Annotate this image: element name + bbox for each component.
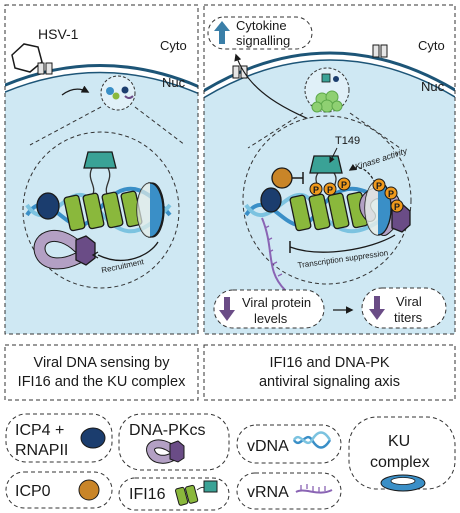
phospho-site-6: P xyxy=(390,199,404,213)
legend-icp0-label: ICP0 xyxy=(15,483,51,500)
right-icp4-rnapii xyxy=(260,187,282,213)
svg-text:P: P xyxy=(313,185,319,195)
virus-capsid-icon xyxy=(11,43,53,75)
left-dnapkcs xyxy=(33,230,96,270)
right-icp0 xyxy=(271,167,293,189)
phospho-site-2: P xyxy=(323,182,337,196)
right-cyto-label: Cyto xyxy=(418,38,445,53)
left-caption: Viral DNA sensing by IFI16 and the KU co… xyxy=(5,354,198,392)
left-icp4-rnapii xyxy=(36,192,60,220)
t149-pointer xyxy=(329,147,338,164)
svg-text:P: P xyxy=(341,180,347,190)
viral-protein-down-arrow-icon xyxy=(219,297,235,321)
small-icp4-dot xyxy=(121,86,129,94)
cytokine-box xyxy=(207,16,313,50)
right-panel: Cytokine signalling Cyto Nuc xyxy=(203,4,456,335)
legend-dnapkcs-icon xyxy=(146,439,185,464)
legend-vrna-icon xyxy=(295,484,333,494)
left-cyto-label: Cyto xyxy=(160,38,187,53)
left-nuclear-membrane-outer xyxy=(5,64,198,89)
viral-protein-label-1: Viral protein xyxy=(242,295,311,310)
legend-ku-label-2: complex xyxy=(370,454,430,471)
svg-text:P: P xyxy=(394,202,400,212)
legend-dnapkcs-label: DNA-PKcs xyxy=(129,422,205,439)
left-nuclear-membrane-inner xyxy=(5,71,198,95)
legend-icp4-label-2: RNAPII xyxy=(15,442,68,459)
phospho-site-4: P xyxy=(372,178,386,192)
left-caption-box xyxy=(4,344,199,401)
cytokine-label-2: signalling xyxy=(236,33,290,48)
legend-ku-icon xyxy=(380,474,426,492)
small-dnapk-arc xyxy=(124,95,134,99)
left-panel: HSV-1 Cyto Nuc xyxy=(4,4,199,335)
left-nuc-label: Nuc xyxy=(162,75,186,90)
legend-ifi16-icon xyxy=(175,480,218,506)
left-ku-complex xyxy=(136,182,165,238)
right-panel-border xyxy=(203,4,456,335)
legend-icp4-icon xyxy=(80,427,106,449)
cytokine-label-1: Cytokine xyxy=(236,18,287,33)
legend-icp0-box xyxy=(5,471,113,509)
ifi16-pyrin-domain xyxy=(83,151,117,169)
viral-protein-label-2: levels xyxy=(254,311,288,326)
small-nucleus-zoom xyxy=(100,75,136,111)
right-nuclear-pore-2 xyxy=(372,44,388,58)
legend-icp4-box xyxy=(5,413,113,463)
small-vdna-dot xyxy=(106,87,114,95)
right-caption-box xyxy=(203,344,456,401)
small-ifi16-dot xyxy=(112,92,120,100)
right-caption: IFI16 and DNA-PK antiviral signaling axi… xyxy=(204,354,455,392)
right-zoom-line-left xyxy=(247,112,304,149)
left-panel-border xyxy=(4,4,199,335)
viral-titers-box xyxy=(361,287,447,329)
right-zoom-line-right xyxy=(349,112,401,149)
cytokine-up-arrow-icon xyxy=(214,21,230,44)
legend-icp4-label-1: ICP4 + xyxy=(15,422,64,439)
left-caption-line-2: IFI16 and the KU complex xyxy=(17,374,186,390)
small-icp4 xyxy=(333,76,339,82)
viral-titers-label-1: Viral xyxy=(396,294,422,309)
right-nuclear-membrane-inner xyxy=(204,59,455,99)
viral-protein-box xyxy=(213,289,325,329)
t149-label: T149 xyxy=(335,135,360,147)
viral-titers-down-arrow-icon xyxy=(369,296,385,320)
recruitment-arrow xyxy=(97,241,159,261)
legend-dnapkcs-box xyxy=(118,413,230,471)
phospho-site-3: P xyxy=(337,177,351,191)
legend: ICP4 + RNAPII DNA-PKcs vDNA KU complex I… xyxy=(5,413,456,511)
right-caption-line-1: IFI16 and DNA-PK xyxy=(269,355,390,371)
legend-vdna-label: vDNA xyxy=(247,438,289,455)
legend-vdna-icon xyxy=(292,431,332,449)
right-nuc-label: Nuc xyxy=(421,79,445,94)
vrna-ticks xyxy=(264,225,283,277)
right-caption-line-2: antiviral signaling axis xyxy=(258,374,401,390)
signaling-cluster-icon xyxy=(311,90,343,113)
svg-text:P: P xyxy=(388,189,394,199)
right-ifi16-hin-domains xyxy=(289,191,369,232)
right-ifi16-pyrin xyxy=(309,155,343,174)
small-ifi16-pyrin xyxy=(321,73,331,83)
viral-titers-label-2: titers xyxy=(394,310,423,325)
legend-ifi16-box xyxy=(118,477,230,511)
legend-icp0-icon xyxy=(78,479,100,501)
phospho-site-5: P xyxy=(384,186,398,200)
phospho-site-1: P xyxy=(309,182,323,196)
legend-vrna-label: vRNA xyxy=(247,484,289,501)
legend-vdna-box xyxy=(236,424,342,464)
legend-ifi16-label: IFI16 xyxy=(129,486,166,503)
svg-text:P: P xyxy=(376,181,382,191)
kinase-arrow xyxy=(348,163,376,184)
zoom-line-right xyxy=(134,106,186,146)
legend-vrna-box xyxy=(236,472,342,510)
recruitment-arrow-head xyxy=(91,251,99,259)
svg-text:P: P xyxy=(327,185,333,195)
hsv1-label: HSV-1 xyxy=(38,26,79,42)
entry-arrow xyxy=(61,85,90,96)
legend-ku-label-1: KU xyxy=(388,433,410,450)
suppression-line xyxy=(289,234,396,253)
left-caption-line-1: Viral DNA sensing by xyxy=(33,355,170,371)
